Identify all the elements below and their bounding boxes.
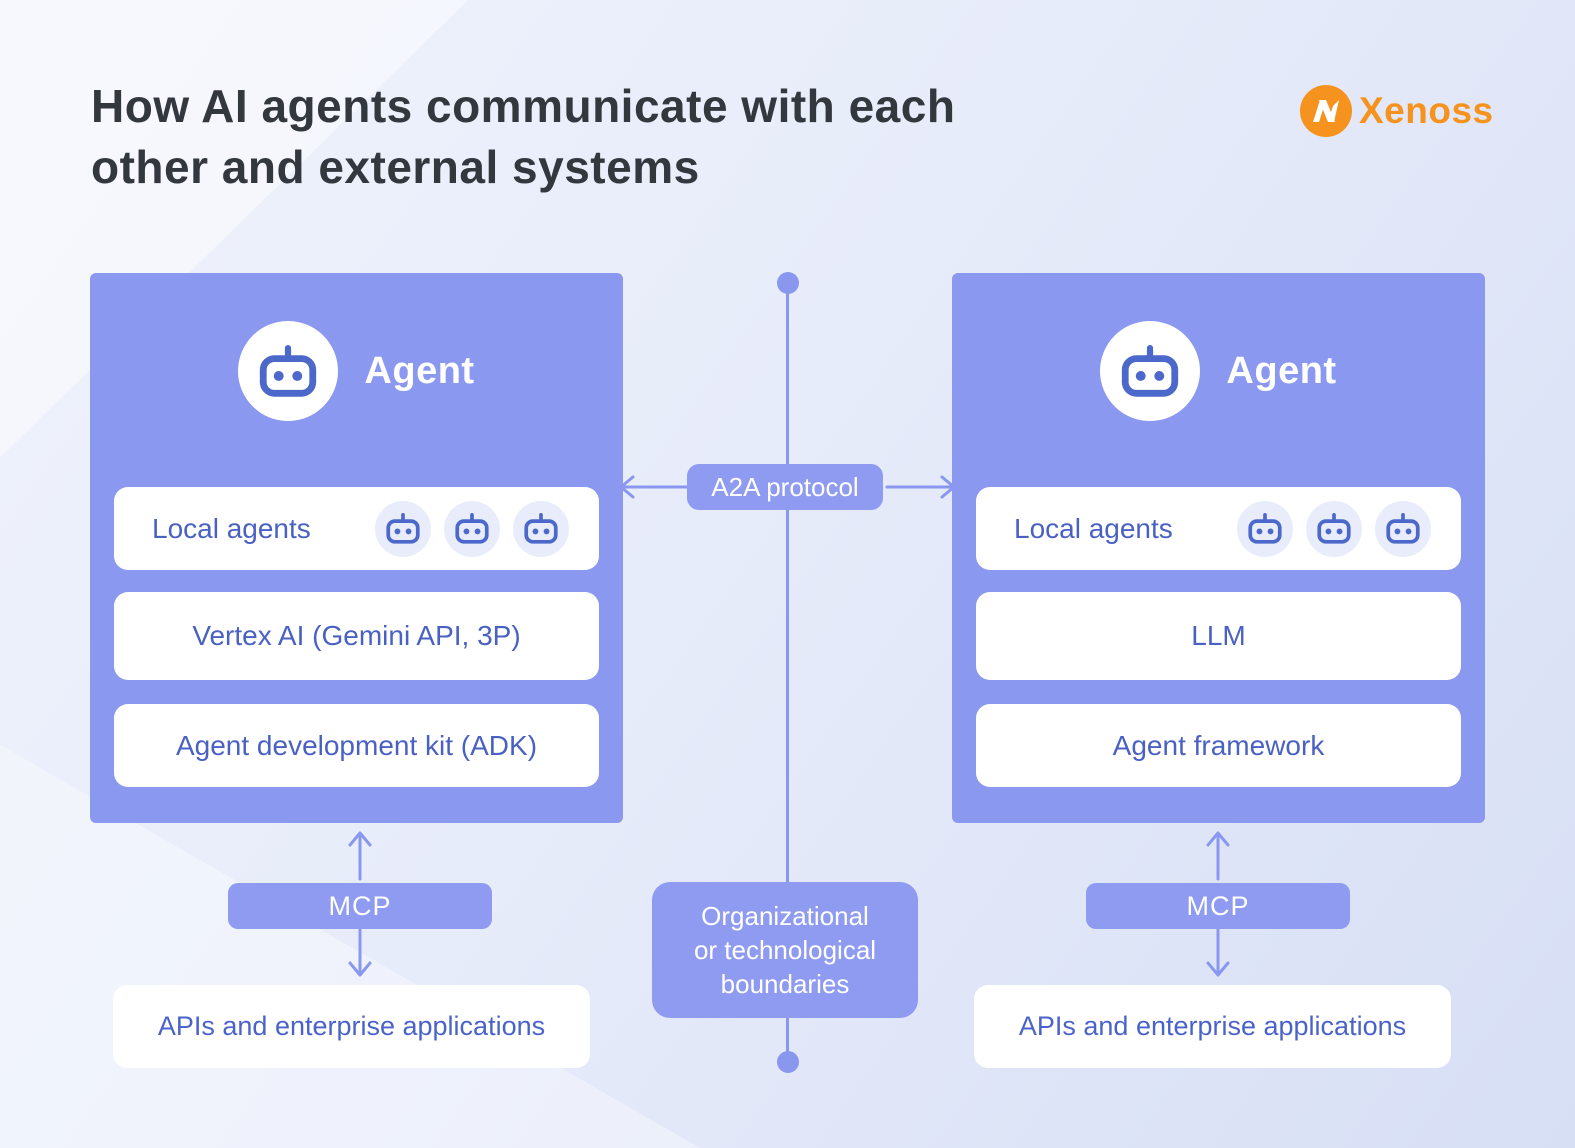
agent-title: Agent — [364, 349, 475, 392]
local-agent-chip — [513, 500, 569, 557]
local-agents-row-left: Local agents — [114, 487, 599, 570]
external-apis-box-left: APIs and enterprise applications — [113, 985, 590, 1068]
local-agents-label: Local agents — [1014, 512, 1173, 544]
robot-icon — [1122, 345, 1179, 397]
mcp-arrow-up-right-icon — [1206, 831, 1230, 881]
local-agents-row-right: Local agents — [976, 487, 1461, 570]
local-agent-chip — [444, 500, 500, 557]
stack-row-llm-right: LLM — [976, 592, 1461, 680]
agent-avatar-circle — [1100, 321, 1201, 421]
stack-row-framework-right: Agent framework — [976, 704, 1461, 787]
agent-header-right: Agent — [952, 321, 1485, 421]
mcp-pill-right: MCP — [1086, 883, 1350, 929]
stack-row-label: Agent development kit (ADK) — [175, 729, 538, 761]
boundary-line-top-dot — [777, 272, 799, 294]
a2a-protocol-pill: A2A protocol — [687, 464, 883, 510]
a2a-arrow-right-icon — [885, 475, 956, 499]
external-apis-box-right: APIs and enterprise applications — [974, 985, 1451, 1068]
robot-icon — [524, 513, 558, 544]
mcp-label: MCP — [1186, 890, 1250, 921]
agent-header-left: Agent — [90, 321, 623, 421]
mcp-label: MCP — [328, 890, 392, 921]
robot-icon — [1317, 513, 1351, 544]
page-title: How AI agents communicate with each othe… — [91, 80, 956, 193]
stack-row-label: Agent framework — [1112, 729, 1325, 761]
xenoss-logo-icon — [1300, 85, 1352, 137]
stack-row-framework-left: Agent development kit (ADK) — [114, 704, 599, 787]
robot-icon — [386, 513, 420, 544]
robot-icon — [1386, 513, 1420, 544]
xenoss-logo-text: Xenoss — [1359, 90, 1494, 131]
mcp-pill-left: MCP — [228, 883, 492, 929]
boundary-vertical-line — [786, 283, 789, 1062]
local-agents-label: Local agents — [152, 512, 311, 544]
robot-icon — [455, 513, 489, 544]
boundaries-box: Organizational or technological boundari… — [652, 882, 918, 1018]
stack-row-label: LLM — [1191, 620, 1246, 651]
local-agent-chip — [1237, 500, 1293, 557]
local-agent-chips — [1237, 500, 1431, 557]
a2a-arrow-left-icon — [619, 475, 690, 499]
mcp-arrow-down-left-icon — [348, 927, 372, 977]
stack-row-platform-left: Vertex AI (Gemini API, 3P) — [114, 592, 599, 680]
mcp-arrow-up-left-icon — [348, 831, 372, 881]
boundary-line-bottom-dot — [777, 1051, 799, 1073]
boundaries-label: Organizational or technological boundari… — [693, 901, 877, 999]
mcp-arrow-down-right-icon — [1206, 927, 1230, 977]
external-apis-label: APIs and enterprise applications — [157, 1011, 546, 1041]
local-agent-chip — [1306, 500, 1362, 557]
xenoss-logo: Xenoss — [1300, 85, 1494, 137]
agent-title: Agent — [1226, 349, 1337, 392]
external-apis-label: APIs and enterprise applications — [1018, 1011, 1407, 1041]
a2a-protocol-label: A2A protocol — [711, 471, 859, 502]
local-agent-chip — [375, 500, 431, 557]
agent-avatar-circle — [238, 321, 339, 421]
robot-icon — [260, 345, 317, 397]
local-agent-chip — [1375, 500, 1431, 557]
stack-row-label: Vertex AI (Gemini API, 3P) — [192, 620, 521, 651]
local-agent-chips — [375, 500, 569, 557]
agent-card-left: Agent Local agents — [90, 273, 623, 823]
robot-icon — [1248, 513, 1282, 544]
agent-card-right: Agent Local agents — [952, 273, 1485, 823]
